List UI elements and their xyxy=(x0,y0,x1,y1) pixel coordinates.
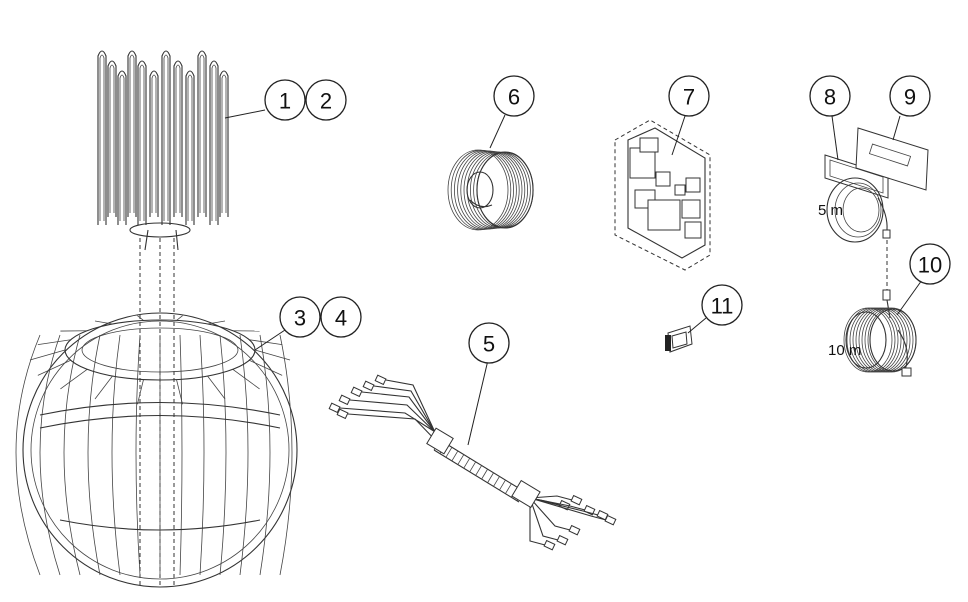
callout-4-number: 4 xyxy=(335,306,347,331)
cable-5m-label: 5 m xyxy=(818,202,843,219)
callout-4: 4 xyxy=(320,296,362,338)
callout-11-number: 11 xyxy=(711,294,734,319)
callout-6: 6 xyxy=(493,75,535,117)
callout-7: 7 xyxy=(668,75,710,117)
callout-5: 5 xyxy=(468,322,510,364)
coiled-wire-illustration xyxy=(447,149,534,231)
leader-lines xyxy=(224,109,923,446)
control-panel-illustration xyxy=(824,127,929,290)
sphere-heater-cage-illustration xyxy=(15,312,298,588)
callout-10: 10 xyxy=(909,243,951,285)
cable-harness-illustration xyxy=(328,374,617,551)
callout-2: 2 xyxy=(305,79,347,121)
callout-3: 3 xyxy=(279,296,321,338)
callout-5-number: 5 xyxy=(483,332,495,357)
rocker-switch-illustration xyxy=(665,325,693,353)
callout-6-number: 6 xyxy=(508,85,520,110)
callout-9-number: 9 xyxy=(904,85,916,110)
circuit-board-illustration xyxy=(614,119,711,271)
callout-8-number: 8 xyxy=(824,85,836,110)
callout-7-number: 7 xyxy=(683,85,695,110)
callout-1: 1 xyxy=(264,79,306,121)
callout-1-number: 1 xyxy=(279,89,291,114)
callout-8: 8 xyxy=(809,75,851,117)
cable-10m-label: 10 m xyxy=(828,342,861,359)
heating-elements-illustration xyxy=(97,50,229,251)
callout-10-number: 10 xyxy=(918,253,942,278)
callout-2-number: 2 xyxy=(320,89,332,114)
callout-3-number: 3 xyxy=(294,306,306,331)
assembly-guide-lines xyxy=(139,238,175,585)
callout-9: 9 xyxy=(889,75,931,117)
callout-11: 11 xyxy=(701,284,743,326)
long-cable-coil-illustration xyxy=(843,289,917,377)
